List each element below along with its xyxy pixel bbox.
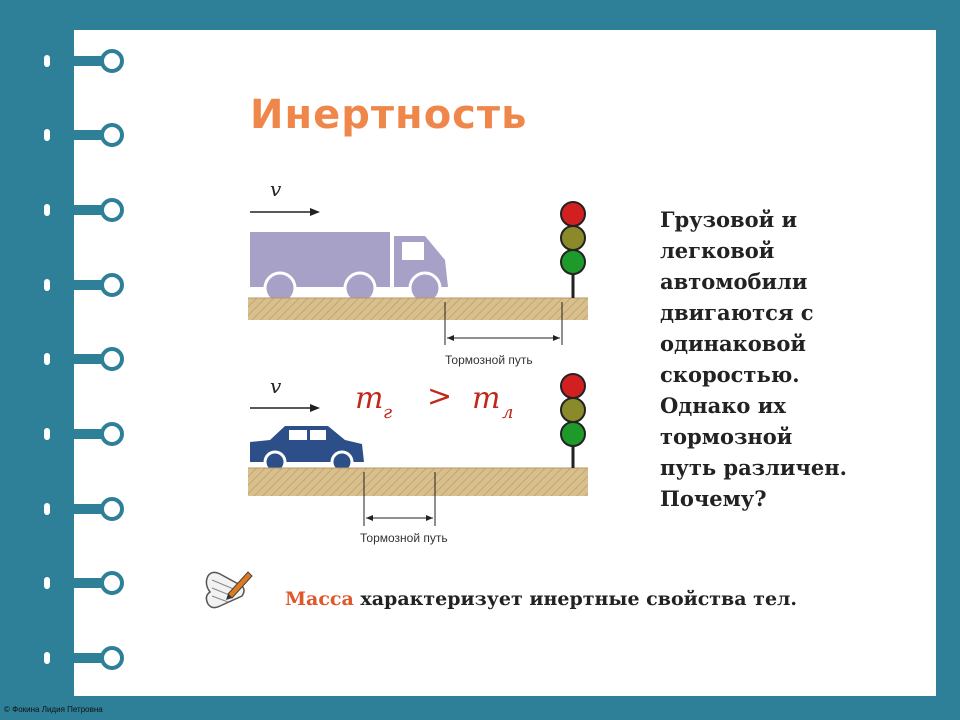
mass-car: m xyxy=(472,381,500,416)
road-ground xyxy=(248,298,588,320)
traffic-light-icon xyxy=(560,201,586,298)
velocity-label: v xyxy=(270,177,282,201)
mass-word: Масса xyxy=(285,588,354,610)
subscript-truck: г xyxy=(383,402,392,423)
greater-sign: > xyxy=(427,379,452,414)
subscript-car: л xyxy=(502,402,513,423)
scroll-pen-icon xyxy=(205,571,253,609)
velocity-label: v xyxy=(270,374,282,398)
mass-statement: Масса характеризует инертные свойства те… xyxy=(285,588,797,610)
car-scene: v m г > m л Тормозной п xyxy=(248,373,588,545)
traffic-light-icon xyxy=(560,373,586,468)
car-icon xyxy=(250,426,364,474)
mass-truck: m xyxy=(355,381,383,416)
mass-formula: m г > m л xyxy=(355,379,513,423)
copyright-text: © Фокина Лидия Петровна xyxy=(4,705,103,714)
road-ground xyxy=(248,468,588,496)
truck-icon xyxy=(250,232,448,305)
braking-label: Тормозной путь xyxy=(445,353,533,367)
braking-label: Тормозной путь xyxy=(360,531,448,545)
description-text: Грузовой и легковой автомобили двигаются… xyxy=(660,207,847,511)
inertia-diagram: v Тормозной путь v m xyxy=(248,177,588,545)
truck-scene: v Тормозной путь xyxy=(248,177,588,367)
slide-title: Инертность xyxy=(250,92,528,138)
mass-statement-rest: характеризует инертные свойства тел. xyxy=(353,588,798,610)
